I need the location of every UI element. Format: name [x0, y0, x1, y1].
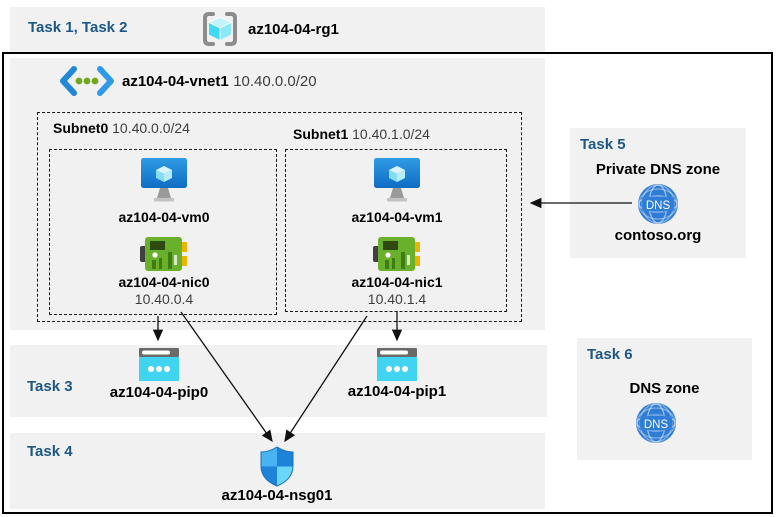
- nic1-icon: [373, 236, 421, 272]
- vm1-name: az104-04-vm1: [351, 209, 443, 225]
- nic1-ip: 10.40.1.4: [367, 291, 427, 307]
- vnet-cidr: 10.40.0.0/20: [233, 73, 317, 90]
- nsg-name: az104-04-nsg01: [221, 487, 333, 504]
- vnet-label: az104-04-vnet1 10.40.0.0/20: [122, 73, 317, 91]
- subnet1-cidr: 10.40.1.0/24: [352, 126, 430, 142]
- vnet-icon: [60, 66, 114, 96]
- pip0-icon: [139, 348, 179, 381]
- nic0-name: az104-04-nic0: [118, 274, 210, 290]
- nic1-name: az104-04-nic1: [351, 274, 443, 290]
- pip0-name: az104-04-pip0: [109, 384, 209, 401]
- private-dns-icon-text: DNS: [646, 200, 671, 212]
- pip1-icon: [377, 348, 417, 381]
- dns-zone-icon-text: DNS: [644, 419, 669, 431]
- subnet0-box: az104-04-vm0 az104-04-nic0 10.40.0.4: [49, 149, 277, 315]
- subnet0-name: Subnet0: [53, 120, 109, 136]
- task3-label: Task 3: [27, 378, 73, 395]
- dns-zone-icon: DNS: [635, 402, 677, 444]
- nic0-icon: [140, 236, 188, 272]
- subnet0-label: Subnet0 10.40.0.0/24: [53, 120, 190, 136]
- subnet1-box: az104-04-vm1 az104-04-nic1 10.40.1.4: [285, 149, 507, 312]
- task6-title: DNS zone: [629, 380, 700, 397]
- task5-box: Task 5 Private DNS zone DNS contoso.org: [570, 128, 746, 258]
- subnet1-name: Subnet1: [293, 126, 349, 142]
- task5-label: Task 5: [580, 136, 626, 153]
- subnet0-cidr: 10.40.0.0/24: [112, 120, 190, 136]
- resource-group-icon: [201, 10, 239, 48]
- pip1-name: az104-04-pip1: [347, 383, 447, 400]
- nsg-icon: [259, 446, 295, 487]
- task1-task2-band: Task 1, Task 2: [10, 7, 545, 52]
- task5-title: Private DNS zone: [595, 161, 721, 178]
- nic0-ip: 10.40.0.4: [134, 291, 194, 307]
- resource-group-name: az104-04-rg1: [248, 21, 339, 38]
- task4-label: Task 4: [27, 443, 73, 460]
- vm0-icon: [139, 158, 189, 204]
- vnet-area: [10, 58, 545, 330]
- subnet1-label: Subnet1 10.40.1.0/24: [293, 126, 430, 142]
- private-dns-zone-name: contoso.org: [614, 227, 702, 244]
- task1-task2-label: Task 1, Task 2: [28, 19, 128, 36]
- vnet-name: az104-04-vnet1: [122, 73, 229, 90]
- vm1-icon: [372, 158, 422, 204]
- subnets-boundary: [37, 112, 522, 322]
- task6-box: Task 6 DNS zone DNS: [577, 338, 752, 460]
- task6-label: Task 6: [587, 346, 633, 363]
- vm0-name: az104-04-vm0: [118, 209, 210, 225]
- task3-band: Task 3: [10, 345, 547, 417]
- private-dns-icon: DNS: [637, 183, 679, 225]
